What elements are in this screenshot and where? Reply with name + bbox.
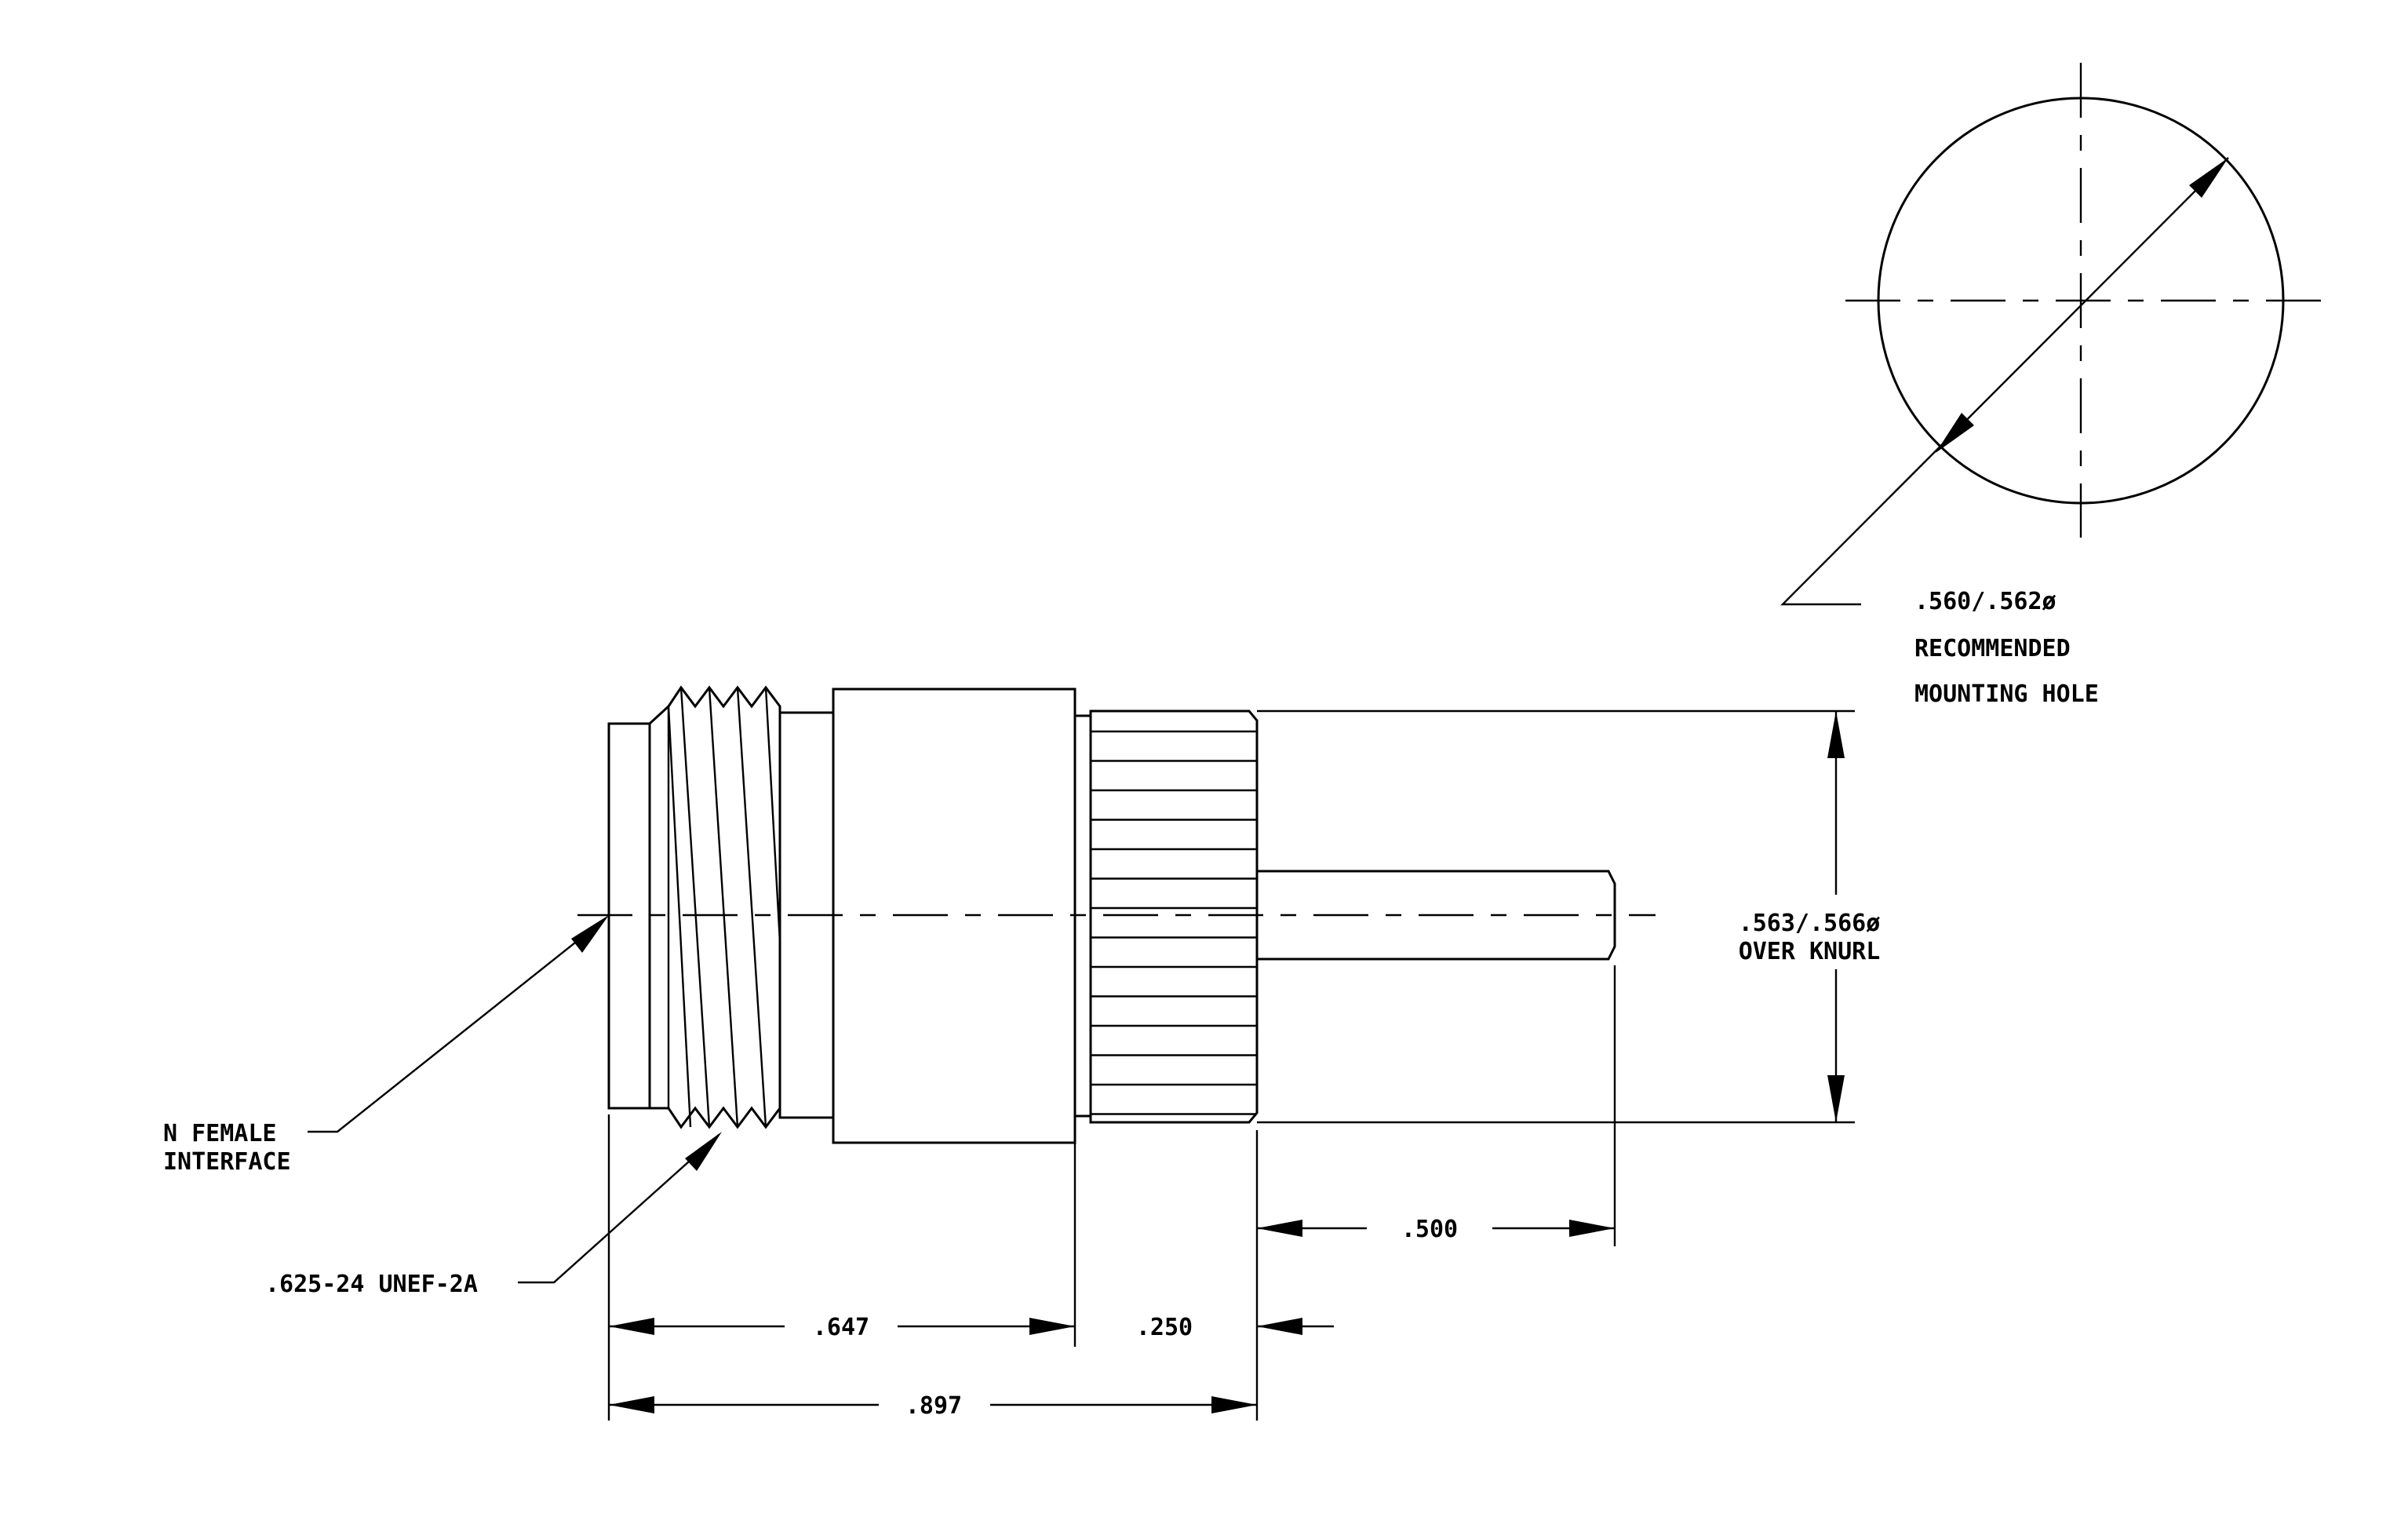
thread-leader [518,1134,719,1284]
knurl-section [1089,709,1259,1124]
arrowhead [609,1396,654,1413]
thread-label: .625-24 UNEF-2A [265,1271,478,1298]
arrowhead [1827,1075,1845,1122]
interface-label-line2: INTERFACE [163,1148,291,1176]
center-pin [1255,870,1616,961]
thread-line [736,687,767,1128]
connector-body [577,685,1656,1144]
knurl-length-value: .250 [1136,1314,1193,1341]
knurl-lines [1091,730,1257,1115]
body-length-value: .647 [813,1314,869,1341]
interface-label-line1: N FEMALE [163,1120,277,1147]
knurl-diameter-dimension: .563/.566ø OVER KNURL [1257,709,1881,1124]
overall-length-value: .897 [905,1392,962,1420]
arrowhead [1569,1220,1615,1237]
arrowhead [2189,158,2228,198]
arrowhead [685,1132,722,1171]
mounting-hole-diameter-leader [1780,157,2229,606]
mount-hole-dia: .560/.562ø [1914,588,2056,615]
thread-line [679,687,711,1128]
pin-length-value: .500 [1401,1216,1458,1243]
arrowhead [1211,1396,1257,1413]
leaders: N FEMALE INTERFACE .625-24 UNEF-2A [163,915,722,1298]
length-dimensions: .647 .250 .897 [607,1114,1334,1421]
arrowhead [1936,413,1974,453]
thread-line [764,687,781,943]
knurl-dia-value: .563/.566ø [1739,910,1881,937]
pin-length-dimension: .500 [1255,965,1616,1421]
mount-hole-note1: RECOMMENDED [1914,635,2071,662]
arrowhead [1029,1318,1075,1335]
arrowhead [609,1318,654,1335]
arrowhead [1257,1318,1302,1335]
arrowhead [1257,1220,1302,1237]
thread-line [708,687,739,1128]
arrowhead [571,915,609,953]
knurl-dia-note: OVER KNURL [1739,938,1881,965]
mounting-hole-view [1780,63,2321,606]
thread-line [667,706,692,1128]
arrowhead [1827,711,1845,758]
interface-leader [308,917,607,1133]
mounting-hole-labels: .560/.562ø RECOMMENDED MOUNTING HOLE [1914,588,2099,708]
mount-hole-note2: MOUNTING HOLE [1914,680,2099,708]
